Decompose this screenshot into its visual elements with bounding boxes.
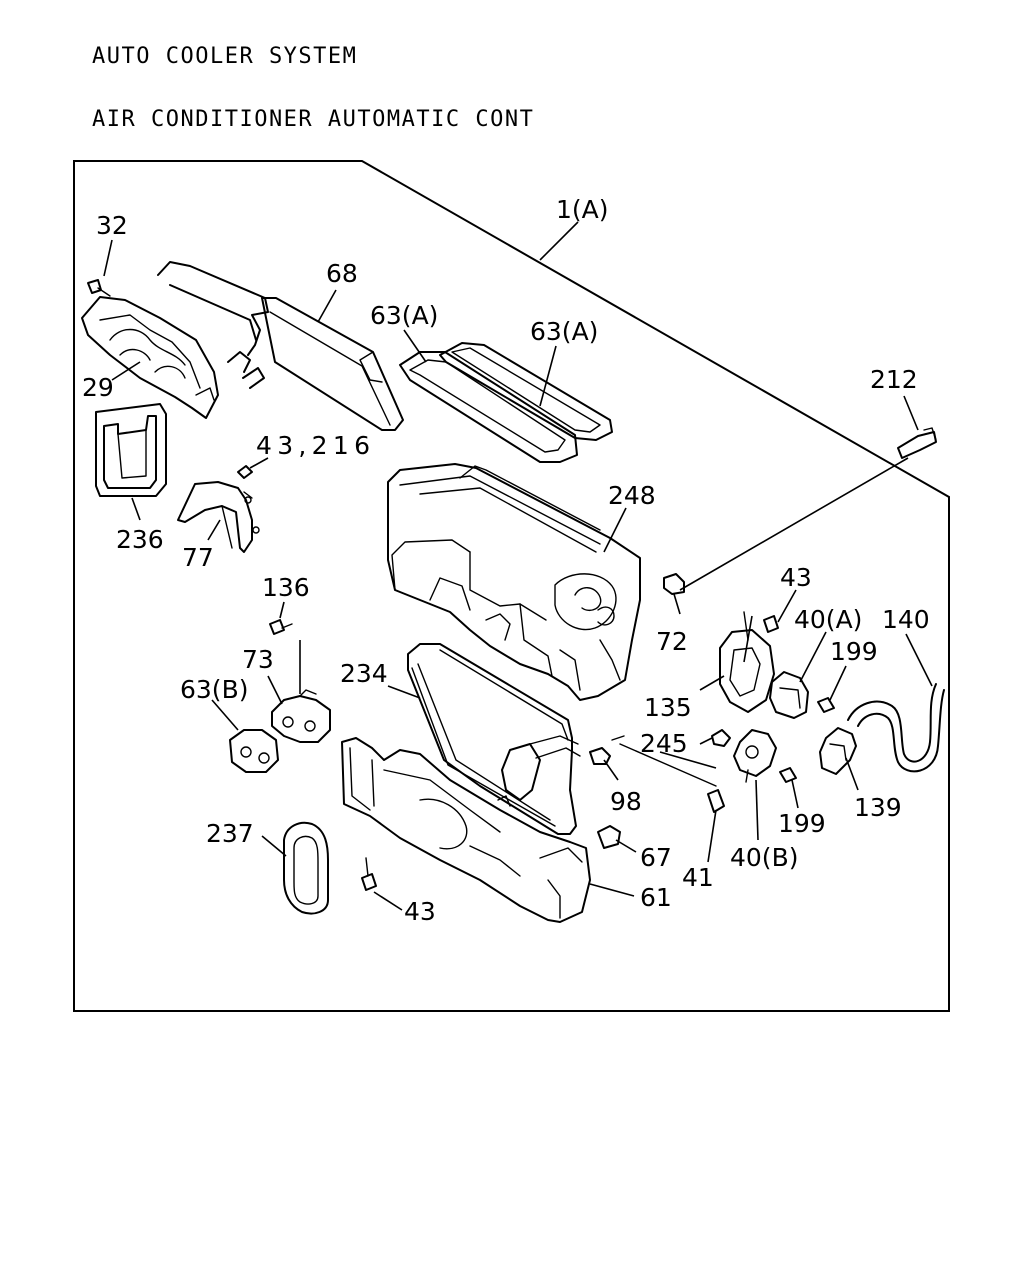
part-32-screw[interactable] <box>87 279 111 297</box>
callout-140: 140 <box>882 605 930 634</box>
callout-98: 98 <box>610 787 642 816</box>
header-line-2: AIR CONDITIONER AUTOMATIC CONT <box>92 107 535 132</box>
part-136-screw[interactable] <box>269 619 293 635</box>
part-77-bracket[interactable] <box>177 481 260 553</box>
callout-236: 236 <box>116 525 164 554</box>
part-135-actuator[interactable] <box>719 611 775 713</box>
callout-63A-front: 63(A) <box>370 301 438 330</box>
part-245-grommet[interactable] <box>711 729 731 747</box>
part-29-heater-duct[interactable] <box>81 296 219 419</box>
callout-43-216: 43,216 <box>256 431 370 460</box>
callout-67: 67 <box>640 843 672 872</box>
part-43-screw-upper[interactable] <box>763 615 779 633</box>
diagram-header: AUTO COOLER SYSTEM AIR CONDITIONER AUTOM… <box>92 4 534 151</box>
header-line-1: AUTO COOLER SYSTEM <box>92 44 358 69</box>
part-40A-motor[interactable] <box>769 671 809 719</box>
part-1A-main-housing[interactable] <box>387 463 641 701</box>
callout-40B: 40(B) <box>730 843 798 872</box>
leader-lines <box>103 221 933 911</box>
callout-labels: 1(A) 32 68 63(A) 63(A) 29 212 43,216 248… <box>82 195 930 926</box>
callout-245: 245 <box>640 729 688 758</box>
part-63A-gasket-rear[interactable] <box>439 342 613 441</box>
callout-135: 135 <box>644 693 692 722</box>
callout-234: 234 <box>340 659 388 688</box>
part-237-seal[interactable] <box>283 821 329 915</box>
callout-68: 68 <box>326 259 358 288</box>
diagram-frame <box>73 160 950 1012</box>
part-63B-seal[interactable] <box>229 729 279 773</box>
callout-199-upper: 199 <box>830 637 878 666</box>
part-98-clip[interactable] <box>589 735 625 765</box>
part-67-clip[interactable] <box>597 825 621 849</box>
callout-248: 248 <box>608 481 656 510</box>
callout-63B: 63(B) <box>180 675 248 704</box>
callout-63A-rear: 63(A) <box>530 317 598 346</box>
callout-212: 212 <box>870 365 918 394</box>
part-199-screw-upper[interactable] <box>817 697 835 713</box>
callout-199-lower: 199 <box>778 809 826 838</box>
callout-73: 73 <box>242 645 274 674</box>
part-73-bracket[interactable] <box>271 689 331 743</box>
callout-40A: 40(A) <box>794 605 862 634</box>
part-140-hose[interactable] <box>847 683 945 773</box>
part-61-lower-case[interactable] <box>341 737 591 923</box>
callout-72: 72 <box>656 627 688 656</box>
part-68-heater-core[interactable] <box>157 261 404 431</box>
callout-43-upper: 43 <box>780 563 812 592</box>
part-40B-motor[interactable] <box>733 729 777 783</box>
callout-136: 136 <box>262 573 310 602</box>
part-234-evaporator[interactable] <box>407 643 581 835</box>
part-43-screw-lower[interactable] <box>361 857 377 891</box>
part-236-seal[interactable] <box>95 403 167 497</box>
part-139-connector[interactable] <box>819 727 857 775</box>
part-199-screw-lower[interactable] <box>779 767 797 783</box>
callout-77: 77 <box>182 543 214 572</box>
callout-43-lower: 43 <box>404 897 436 926</box>
callout-32: 32 <box>96 211 128 240</box>
part-72-clip[interactable] <box>663 573 685 595</box>
callout-41: 41 <box>682 863 714 892</box>
callout-1A: 1(A) <box>556 195 609 224</box>
callout-237: 237 <box>206 819 254 848</box>
callout-139: 139 <box>854 793 902 822</box>
part-212-bolt[interactable] <box>897 427 937 459</box>
callout-29: 29 <box>82 373 114 402</box>
part-43-216-screw[interactable] <box>237 465 253 479</box>
callout-61: 61 <box>640 883 672 912</box>
part-63A-gasket-front[interactable] <box>399 351 578 463</box>
part-41-link-rod[interactable] <box>619 743 725 813</box>
